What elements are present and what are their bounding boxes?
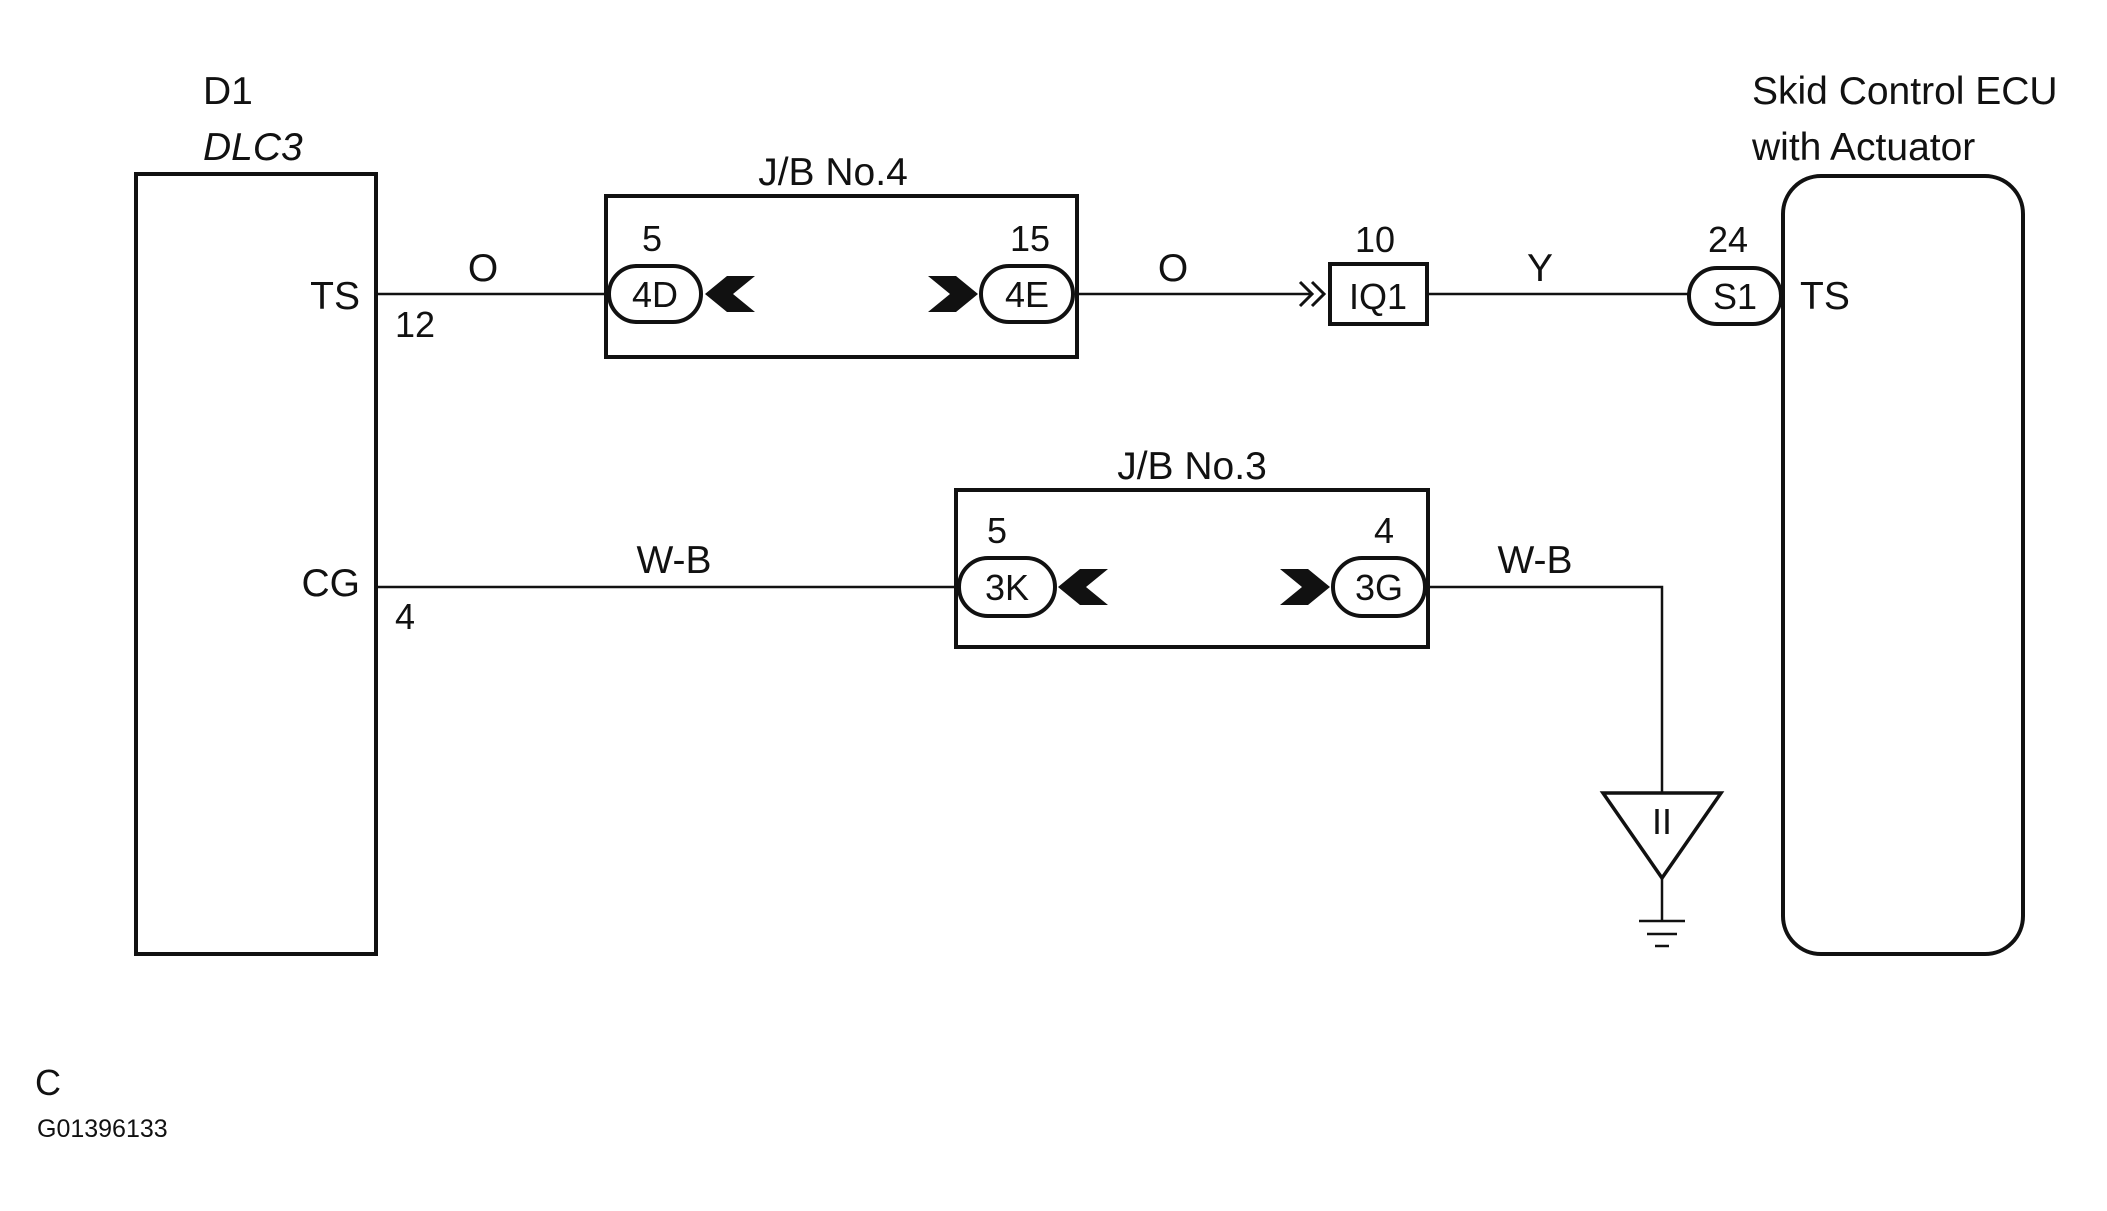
jb4-left-terminal-icon (705, 276, 755, 312)
dlc3-body (134, 172, 378, 956)
ecu-terminal-ts: TS (1800, 275, 1850, 318)
iq1-box (1328, 262, 1429, 326)
wire-color-wb-1: W-B (636, 539, 711, 582)
wire-color-wb-2: W-B (1497, 539, 1572, 582)
dlc3-pin-ts: 12 (395, 304, 435, 345)
dlc3-pin-cg: 4 (395, 596, 415, 637)
connector-3k (957, 556, 1057, 618)
connector-s1 (1687, 266, 1783, 326)
jb3-label: J/B No.3 (1117, 445, 1267, 488)
ecu-name-line1: Skid Control ECU (1752, 70, 2058, 113)
wire-color-y: Y (1527, 247, 1553, 290)
iq1-arrow-icon (1298, 280, 1327, 308)
ground-point: II (1599, 791, 1725, 948)
connector-4e (979, 264, 1075, 324)
ground-point-label: II (1652, 801, 1672, 842)
connector-4e-label: 4E (1005, 274, 1049, 315)
dlc3-terminal-cg: CG (302, 562, 361, 605)
connector-3g-label: 3G (1355, 567, 1403, 608)
dlc3-id: D1 (203, 70, 253, 113)
ecu-pin-ts: 24 (1708, 219, 1748, 260)
connector-3g (1331, 556, 1427, 618)
connector-3k-pin: 5 (987, 510, 1007, 551)
ecu-name-line2: with Actuator (1751, 126, 1975, 169)
ecu-component: Skid Control ECU with Actuator TS 24 S1 (1687, 70, 2058, 956)
connector-4e-pin: 15 (1010, 218, 1050, 259)
jb3-right-terminal-icon (1280, 569, 1330, 605)
wire-wb-3g-to-ground (1428, 585, 1664, 840)
wire-color-o-2: O (1158, 247, 1188, 290)
iq1-pin: 10 (1355, 219, 1395, 260)
wire-color-o-1: O (468, 247, 498, 290)
jb4-label: J/B No.4 (758, 151, 908, 194)
connector-4d (607, 264, 703, 324)
connector-4d-label: 4D (632, 274, 678, 315)
ground-triangle-icon (1599, 791, 1725, 882)
junction-block-4: J/B No.4 4D 5 4E 15 (604, 151, 1079, 359)
dlc3-component: D1 DLC3 TS 12 CG 4 (134, 70, 435, 956)
connector-4d-pin: 5 (642, 218, 662, 259)
jb4-right-terminal-icon (928, 276, 978, 312)
iq1-label: IQ1 (1349, 276, 1407, 317)
dlc3-name: DLC3 (203, 126, 303, 169)
connector-3k-label: 3K (985, 567, 1029, 608)
inline-connector-iq1: IQ1 10 (1298, 219, 1429, 326)
jb3-left-terminal-icon (1058, 569, 1108, 605)
junction-block-3: J/B No.3 3K 5 3G 4 (954, 445, 1430, 649)
ecu-body (1781, 174, 2025, 956)
connector-3g-pin: 4 (1374, 510, 1394, 551)
dlc3-terminal-ts: TS (310, 275, 360, 318)
connector-s1-label: S1 (1713, 276, 1757, 317)
footer-section-letter: C (35, 1062, 61, 1103)
footer-figure-code: G01396133 (37, 1115, 168, 1143)
